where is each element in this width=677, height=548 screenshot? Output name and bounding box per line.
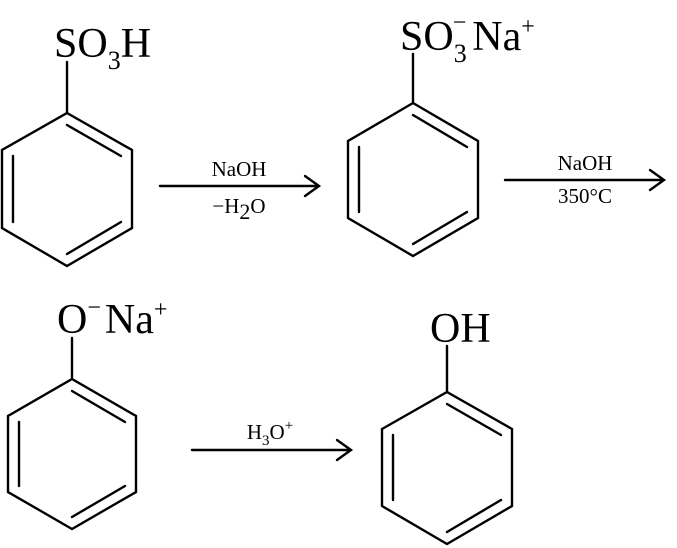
reaction-arrow-2: NaOH 350°C (503, 151, 667, 208)
benzene-ring-1 (0, 111, 134, 268)
ring-4-double-bond-a (445, 402, 503, 437)
benzenesulfonic-acid: SO3H (0, 21, 151, 268)
sodium-phenoxide: O−Na+ (6, 295, 167, 531)
arrow-2-reagent-above: NaOH (558, 151, 613, 175)
benzene-ring-3 (6, 377, 138, 531)
arrow-2-reagent-below: 350°C (558, 184, 612, 208)
sulfonic-acid-label: SO3H (54, 21, 151, 75)
sodium-benzenesulfonate: SO3−Na+ (346, 10, 535, 258)
ring-2-double-bond-c (411, 210, 469, 246)
arrow-3-reagent-above: H3O+ (247, 418, 293, 449)
phenol: OH (380, 306, 514, 546)
reaction-arrow-3: H3O+ (190, 418, 354, 462)
benzene-ring-4 (380, 390, 514, 546)
ring-4-double-bond-c (445, 498, 503, 534)
ring-2-double-bond-a (411, 113, 469, 149)
phenoxide-label: O−Na+ (57, 295, 167, 343)
ring-3-double-bond-a (70, 389, 127, 424)
ring-3-double-bond-c (70, 484, 127, 519)
benzene-ring-2 (346, 101, 480, 258)
ring-1-double-bond-c (65, 220, 123, 256)
sulfonate-label: SO3−Na+ (400, 10, 535, 68)
arrow-1-reagent-below: −H2O (212, 194, 265, 224)
reaction-arrow-1: NaOH −H2O (158, 157, 322, 224)
phenol-oh-label: OH (430, 306, 491, 352)
ring-1-double-bond-a (65, 123, 123, 158)
arrow-1-reagent-above: NaOH (212, 157, 267, 181)
